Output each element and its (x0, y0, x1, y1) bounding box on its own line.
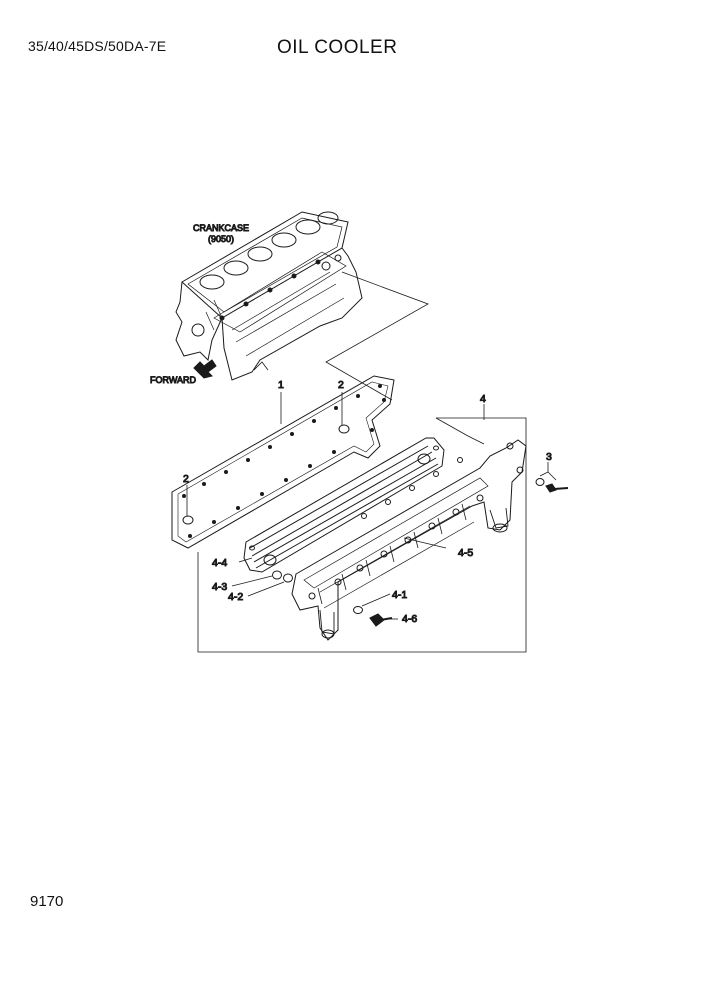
forward-label: FORWARD (150, 375, 196, 385)
crankcase-drawing (175, 211, 363, 381)
model-code: 35/40/45DS/50DA-7E (28, 38, 167, 54)
callout-4-1: 4-1 (392, 589, 407, 601)
washer-part-3 (535, 478, 545, 486)
callout-3: 3 (546, 451, 552, 463)
callout-2: 2 (338, 379, 344, 391)
washer-part-4-1 (353, 606, 363, 614)
assembly-outline-4 (197, 417, 527, 653)
forward-arrow-icon (193, 359, 217, 379)
cooler-cover-part-4-5 (291, 439, 527, 641)
callout-4-2: 4-2 (228, 591, 243, 603)
cooler-element-part-4-4 (243, 437, 445, 573)
callout-4-6: 4-6 (402, 613, 417, 625)
cylinder-bore (295, 219, 321, 235)
callout-4-5: 4-5 (458, 547, 473, 559)
callout-1: 1 (278, 379, 284, 391)
callout-4: 4 (480, 393, 486, 405)
o-ring-part-4-2 (283, 573, 293, 583)
cylinder-bore (199, 274, 225, 290)
crankcase-ref: (9050) (208, 234, 234, 244)
callout-2: 2 (183, 473, 189, 485)
page-title: OIL COOLER (277, 37, 398, 58)
callout-4-3: 4-3 (212, 581, 227, 593)
callout-4-4: 4-4 (212, 557, 227, 569)
cylinder-bore (247, 246, 273, 262)
cylinder-bore (223, 260, 249, 276)
o-ring-part-2 (182, 515, 194, 525)
crankcase-label: CRANKCASE (193, 223, 249, 233)
cylinder-bore (271, 232, 297, 248)
o-ring-part-4-3 (272, 570, 282, 580)
gasket-part-1 (171, 375, 395, 549)
o-ring-part-2 (338, 424, 350, 434)
bolt-part-3 (545, 483, 569, 493)
cylinder-bore (317, 211, 339, 225)
page-number: 9170 (30, 893, 64, 910)
bolt-part-4-6 (369, 613, 393, 627)
